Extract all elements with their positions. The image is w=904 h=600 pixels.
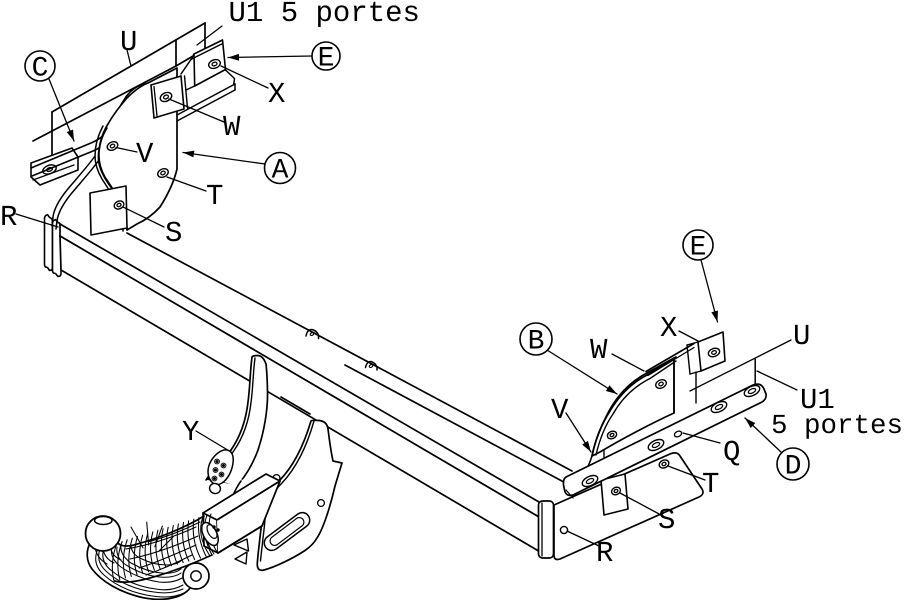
svg-text:V: V — [551, 394, 569, 427]
svg-text:S: S — [165, 217, 182, 250]
svg-text:E: E — [318, 44, 335, 75]
svg-text:C: C — [32, 54, 49, 85]
svg-text:W: W — [590, 334, 608, 367]
svg-text:X: X — [268, 78, 285, 111]
svg-text:R: R — [596, 537, 613, 570]
svg-text:D: D — [785, 452, 802, 483]
svg-text:S: S — [658, 504, 675, 537]
svg-text:Q: Q — [723, 436, 740, 469]
svg-text:U1 5 portes: U1 5 portes — [229, 0, 420, 30]
svg-text:B: B — [528, 327, 545, 358]
svg-text:T: T — [206, 180, 223, 213]
svg-text:W: W — [223, 111, 241, 144]
svg-text:E: E — [690, 233, 707, 264]
svg-text:X: X — [660, 312, 677, 345]
svg-text:U: U — [793, 320, 810, 353]
svg-text:T: T — [702, 468, 719, 501]
svg-text:R: R — [0, 201, 17, 234]
svg-text:A: A — [272, 156, 289, 187]
svg-text:V: V — [136, 138, 154, 171]
svg-text:U1: U1 — [800, 384, 835, 417]
svg-text:5 portes: 5 portes — [771, 411, 903, 442]
svg-text:Y: Y — [182, 416, 199, 449]
svg-text:U: U — [120, 26, 137, 59]
